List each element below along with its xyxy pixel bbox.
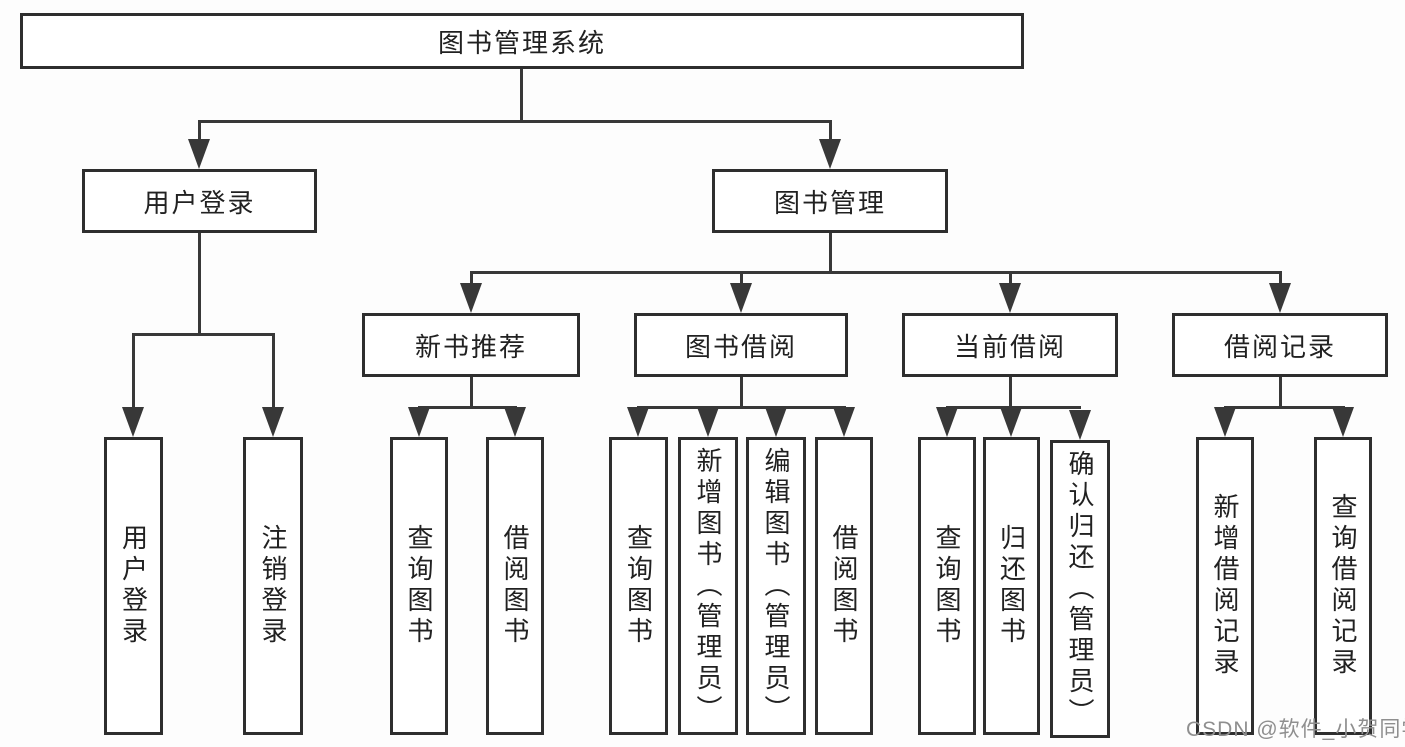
leaf-borrow-books: 借阅图书 — [815, 437, 873, 735]
connector-line — [740, 377, 743, 408]
arrow-down-icon — [1214, 407, 1236, 437]
arrow-down-icon — [833, 407, 855, 437]
connector-line — [198, 233, 201, 336]
arrow-down-icon — [1269, 283, 1291, 313]
connector-line — [470, 271, 1282, 274]
node-label: 新书推荐 — [414, 331, 527, 362]
node-label: 图书借阅 — [684, 331, 797, 362]
node-new-book-recommend: 新书推荐 — [362, 313, 580, 377]
arrow-down-icon — [1000, 407, 1022, 437]
connector-line — [829, 233, 832, 274]
arrow-down-icon — [122, 407, 144, 437]
connector-line — [470, 377, 473, 408]
node-library-management-system: 图书管理系统 — [20, 13, 1024, 69]
connector-line — [418, 406, 517, 409]
leaf-return-books: 归还图书 — [983, 437, 1040, 735]
leaf-edit-book-admin: 编辑图书（管理员） — [746, 437, 806, 735]
leaf-query-books-borrow: 查询图书 — [609, 437, 668, 735]
connector-line — [637, 406, 846, 409]
leaf-label: 借阅图书 — [829, 524, 859, 648]
node-label: 用户登录 — [143, 187, 256, 218]
node-book-management: 图书管理 — [712, 169, 948, 233]
leaf-add-borrow-record: 新增借阅记录 — [1196, 437, 1254, 735]
arrow-down-icon — [408, 407, 430, 437]
leaf-label: 归还图书 — [996, 524, 1027, 648]
leaf-query-borrow-record: 查询借阅记录 — [1314, 437, 1372, 735]
node-user-login: 用户登录 — [82, 169, 317, 233]
connector-line — [132, 333, 135, 408]
leaf-label: 用户登录 — [118, 524, 149, 648]
arrow-down-icon — [1069, 410, 1091, 440]
leaf-label: 查询图书 — [932, 524, 962, 648]
connector-line — [829, 120, 832, 142]
leaf-label: 查询图书 — [623, 524, 654, 648]
connector-line — [1009, 271, 1012, 285]
leaf-label: 注销登录 — [258, 524, 288, 648]
leaf-query-books-current: 查询图书 — [918, 437, 976, 735]
node-label: 图书管理系统 — [437, 27, 606, 58]
arrow-down-icon — [765, 407, 787, 437]
connector-line — [198, 120, 201, 142]
arrow-down-icon — [460, 283, 482, 313]
arrow-down-icon — [936, 407, 958, 437]
connector-line — [1224, 406, 1345, 409]
connector-line — [470, 271, 473, 285]
arrow-down-icon — [1332, 407, 1354, 437]
connector-line — [272, 333, 275, 408]
arrow-down-icon — [188, 139, 210, 169]
connector-line — [520, 69, 523, 122]
arrow-down-icon — [262, 407, 284, 437]
connector-line — [198, 120, 832, 123]
leaf-logout: 注销登录 — [243, 437, 303, 735]
connector-line — [1279, 271, 1282, 285]
arrow-down-icon — [697, 407, 719, 437]
arrow-down-icon — [819, 139, 841, 169]
connector-line — [1009, 377, 1012, 408]
connector-line — [740, 271, 743, 285]
leaf-label: 查询图书 — [404, 524, 434, 648]
leaf-borrow-books-recommend: 借阅图书 — [486, 437, 544, 735]
leaf-label: 查询借阅记录 — [1328, 493, 1358, 679]
leaf-add-book-admin: 新增图书（管理员） — [678, 437, 738, 735]
node-label: 借阅记录 — [1223, 331, 1336, 362]
node-borrow-records: 借阅记录 — [1172, 313, 1388, 377]
leaf-label: 新增借阅记录 — [1210, 493, 1240, 679]
leaf-user-login: 用户登录 — [104, 437, 163, 735]
arrow-down-icon — [504, 407, 526, 437]
connector-line — [1279, 377, 1282, 408]
leaf-query-books-recommend: 查询图书 — [390, 437, 448, 735]
node-book-borrow: 图书借阅 — [634, 313, 848, 377]
node-current-borrow: 当前借阅 — [902, 313, 1118, 377]
connector-line — [132, 333, 275, 336]
leaf-label: 确认归还（管理员） — [1065, 449, 1095, 729]
leaf-confirm-return-admin: 确认归还（管理员） — [1050, 440, 1110, 738]
arrow-down-icon — [730, 283, 752, 313]
arrow-down-icon — [627, 407, 649, 437]
leaf-label: 借阅图书 — [500, 524, 530, 648]
node-label: 图书管理 — [773, 187, 886, 218]
csdn-watermark: CSDN @软件_小贺同学 — [1186, 718, 1405, 741]
node-label: 当前借阅 — [953, 331, 1066, 362]
leaf-label: 编辑图书（管理员） — [761, 446, 791, 726]
arrow-down-icon — [999, 283, 1021, 313]
leaf-label: 新增图书（管理员） — [693, 446, 723, 726]
